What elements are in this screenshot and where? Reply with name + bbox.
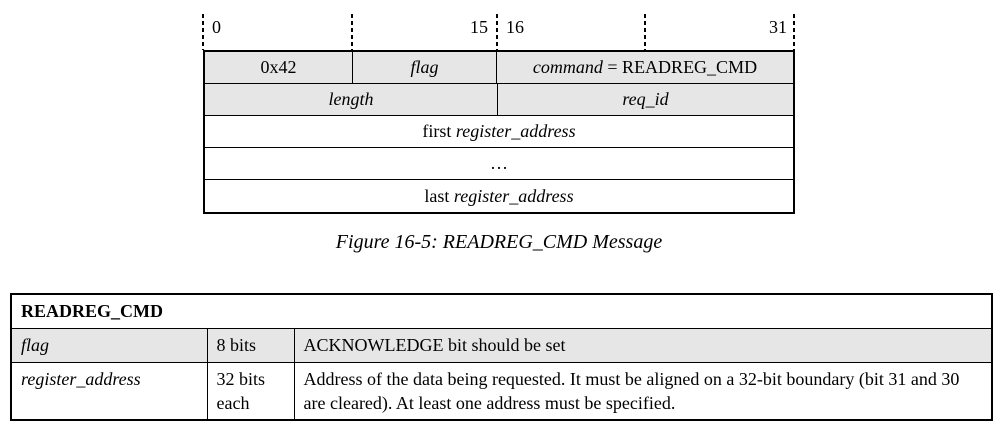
command-field-label: command [532, 57, 603, 77]
message-word-1: 0x42 flag command = READREG_CMD [205, 52, 793, 84]
table-row-register-address: register_address 32 bits each Address of… [10, 361, 993, 420]
length-field-label: length [328, 89, 374, 109]
cell-length: length [205, 84, 498, 115]
message-word-ellipsis: … [205, 148, 793, 180]
message-word-2: length req_id [205, 84, 793, 116]
bit-ruler-tick-16 [496, 14, 498, 50]
message-word-last-address: last register_address [205, 180, 793, 212]
cell-flag: flag [353, 52, 497, 83]
message-word-first-address: first register_address [205, 116, 793, 148]
first-prefix: first [422, 121, 456, 141]
ellipsis-text: … [490, 153, 508, 173]
bit-label-31: 31 [769, 17, 787, 37]
bit-ruler-tick-24 [644, 14, 646, 50]
table-row-flag: flag 8 bits ACKNOWLEDGE bit should be se… [10, 327, 993, 363]
table-title-row: READREG_CMD [10, 293, 993, 329]
field-size: 32 bits each [206, 361, 295, 420]
bit-label-16: 16 [506, 17, 524, 37]
register-address-field-label: register_address [453, 185, 574, 206]
cell-req-id: req_id [498, 84, 793, 115]
field-description: ACKNOWLEDGE bit should be set [293, 327, 993, 363]
field-description-table: READREG_CMD flag 8 bits ACKNOWLEDGE bit … [10, 293, 993, 421]
cell-byte-0x42: 0x42 [205, 52, 353, 83]
field-description: Address of the data being requested. It … [293, 361, 993, 420]
message-layout-diagram: 0x42 flag command = READREG_CMD length r… [203, 50, 795, 214]
cell-last-register-address: last register_address [205, 180, 793, 212]
bit-label-15: 15 [470, 17, 488, 37]
bit-ruler-tick-8 [351, 14, 353, 50]
cell-command: command = READREG_CMD [497, 52, 793, 83]
cell-first-register-address: first register_address [205, 116, 793, 147]
req-id-field-label: req_id [622, 89, 669, 109]
last-prefix: last [424, 185, 454, 206]
bit-ruler-tick-32 [793, 14, 795, 50]
field-size: 8 bits [206, 327, 295, 363]
table-title: READREG_CMD [10, 293, 993, 329]
flag-field-label: flag [410, 57, 439, 77]
bit-label-0: 0 [212, 17, 221, 37]
register-address-field-label: register_address [455, 121, 576, 141]
field-name: register_address [10, 361, 208, 420]
byte-value: 0x42 [260, 57, 297, 77]
command-value: = READREG_CMD [602, 57, 758, 77]
bit-ruler-tick-0 [202, 14, 204, 50]
figure-caption: Figure 16-5: READREG_CMD Message [335, 231, 663, 253]
field-name: flag [10, 327, 208, 363]
cell-ellipsis: … [205, 148, 793, 179]
